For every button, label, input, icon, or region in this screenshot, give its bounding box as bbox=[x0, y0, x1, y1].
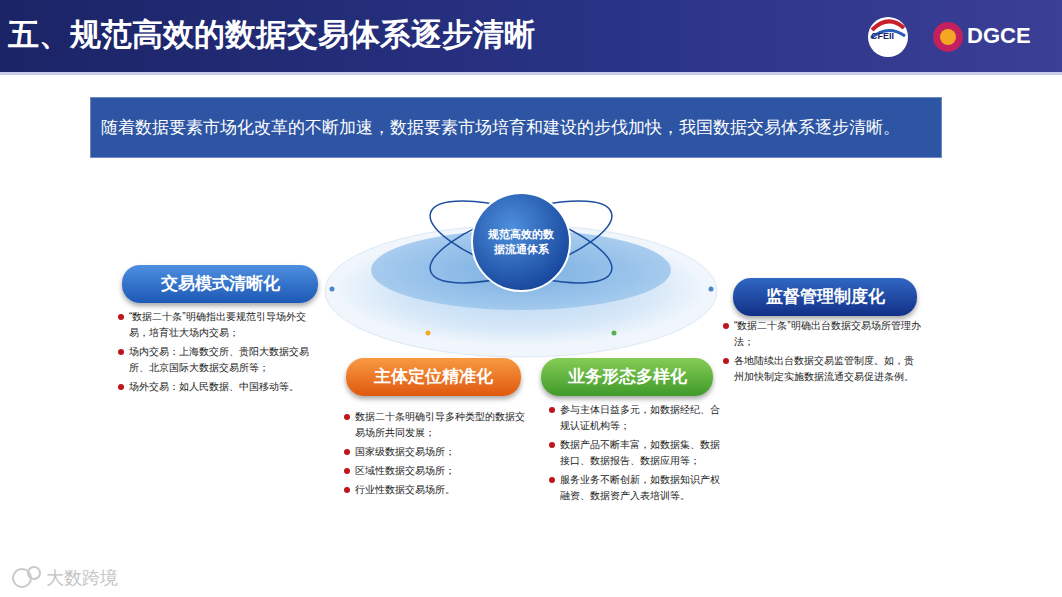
bullet-list: “数据二十条”明确出台数据交易场所管理办法； 各地陆续出台数据交易监管制度。如，贵… bbox=[722, 318, 922, 388]
bullet-dot bbox=[344, 487, 350, 493]
category-heading: 主体定位精准化 bbox=[374, 364, 493, 390]
logo-text: DGCE bbox=[967, 23, 1031, 49]
watermark-icon bbox=[28, 567, 40, 579]
orbit bbox=[421, 184, 620, 300]
bullet-text: 服务业务不断创新，如数据知识产权融资、数据资产入表培训等。 bbox=[560, 474, 720, 501]
category-pill: 主体定位精准化 bbox=[346, 358, 521, 396]
orbit-dot bbox=[612, 331, 617, 336]
bullet-dot bbox=[118, 384, 124, 390]
bullet-text: 国家级数据交易场所； bbox=[355, 446, 455, 457]
bullet-item: 数据产品不断丰富，如数据集、数据接口、数据报告、数据应用等； bbox=[548, 437, 720, 469]
bullet-text: 各地陆续出台数据交易监管制度。如，贵州加快制定实施数据流通交易促进条例。 bbox=[734, 355, 914, 382]
orbit bbox=[421, 184, 620, 300]
cfeii-swoosh bbox=[872, 21, 904, 30]
bullet-item: 数据二十条明确引导多种类型的数据交易场所共同发展； bbox=[343, 409, 531, 441]
orbit-dot bbox=[709, 287, 714, 292]
bullet-item: “数据二十条”明确出台数据交易场所管理办法； bbox=[722, 318, 922, 350]
watermark: 大数跨境 bbox=[46, 566, 118, 590]
cfeii-logo bbox=[868, 17, 908, 57]
bullet-dot bbox=[549, 407, 555, 413]
bullet-text: “数据二十条”明确指出要规范引导场外交易，培育壮大场内交易； bbox=[129, 311, 306, 338]
category-heading: 监督管理制度化 bbox=[766, 284, 885, 310]
bullet-dot bbox=[118, 349, 124, 355]
bullet-text: 数据二十条明确引导多种类型的数据交易场所共同发展； bbox=[355, 411, 525, 438]
orbit-dot bbox=[426, 331, 431, 336]
intro-text: 随着数据要素市场化改革的不断加速，数据要素市场培育和建设的步伐加快，我国数据交易… bbox=[101, 115, 900, 141]
title-rule bbox=[0, 72, 1062, 75]
orbit-dot bbox=[330, 287, 335, 292]
core-circle: 规范高效的数据流通体系 bbox=[471, 192, 571, 292]
intro-box: 随着数据要素市场化改革的不断加速，数据要素市场培育和建设的步伐加快，我国数据交易… bbox=[90, 97, 942, 158]
bullet-item: 各地陆续出台数据交易监管制度。如，贵州加快制定实施数据流通交易促进条例。 bbox=[722, 353, 922, 385]
bullet-text: 区域性数据交易场所； bbox=[355, 465, 455, 476]
bullet-item: 行业性数据交易场所。 bbox=[343, 482, 531, 498]
bullet-list: 参与主体日益多元，如数据经纪、合规认证机构等； 数据产品不断丰富，如数据集、数据接… bbox=[548, 402, 720, 507]
bullet-item: 场外交易：如人民数据、中国移动等。 bbox=[117, 379, 319, 395]
bullet-dot bbox=[723, 358, 729, 364]
core-circle-fill bbox=[472, 193, 570, 291]
bullet-text: 数据产品不断丰富，如数据集、数据接口、数据报告、数据应用等； bbox=[560, 439, 720, 466]
bullet-item: 服务业务不断创新，如数据知识产权融资、数据资产入表培训等。 bbox=[548, 472, 720, 504]
category-pill: 业务形态多样化 bbox=[541, 358, 713, 396]
core-circle-shape bbox=[471, 192, 571, 292]
core-label: 规范高效的数据流通体系 bbox=[485, 227, 557, 257]
bullet-text: 场外交易：如人民数据、中国移动等。 bbox=[129, 381, 299, 392]
bullet-text: 场内交易：上海数交所、贵阳大数据交易所、北京国际大数据交易所等； bbox=[129, 346, 309, 373]
bullet-text: “数据二十条”明确出台数据交易场所管理办法； bbox=[734, 320, 921, 347]
bullet-dot bbox=[344, 414, 350, 420]
bullet-list: “数据二十条”明确指出要规范引导场外交易，培育壮大场内交易； 场内交易：上海数交所… bbox=[117, 309, 319, 398]
bullet-dot bbox=[118, 314, 124, 320]
logo-text: CFEII bbox=[871, 31, 894, 41]
bullet-item: “数据二十条”明确指出要规范引导场外交易，培育壮大场内交易； bbox=[117, 309, 319, 341]
bullet-dot bbox=[723, 323, 729, 329]
category-heading: 交易模式清晰化 bbox=[161, 271, 280, 297]
bullet-item: 区域性数据交易场所； bbox=[343, 463, 531, 479]
bullet-dot bbox=[344, 468, 350, 474]
bullet-dot bbox=[549, 442, 555, 448]
bullet-item: 参与主体日益多元，如数据经纪、合规认证机构等； bbox=[548, 402, 720, 434]
bullet-text: 行业性数据交易场所。 bbox=[355, 484, 455, 495]
bullet-dot bbox=[344, 449, 350, 455]
bullet-item: 场内交易：上海数交所、贵阳大数据交易所、北京国际大数据交易所等； bbox=[117, 344, 319, 376]
category-pill: 交易模式清晰化 bbox=[122, 265, 318, 303]
title-bar bbox=[0, 0, 1062, 72]
bullet-item: 国家级数据交易场所； bbox=[343, 444, 531, 460]
bullet-dot bbox=[549, 477, 555, 483]
bullet-list: 数据二十条明确引导多种类型的数据交易场所共同发展； 国家级数据交易场所； 区域性数据… bbox=[343, 409, 531, 501]
dgce-logo-inner bbox=[940, 29, 956, 45]
category-pill: 监督管理制度化 bbox=[733, 278, 917, 316]
dgce-logo bbox=[933, 22, 963, 52]
category-heading: 业务形态多样化 bbox=[568, 364, 687, 390]
slide-title: 五、规范高效的数据交易体系逐步清晰 bbox=[8, 14, 535, 56]
bullet-text: 参与主体日益多元，如数据经纪、合规认证机构等； bbox=[560, 404, 720, 431]
